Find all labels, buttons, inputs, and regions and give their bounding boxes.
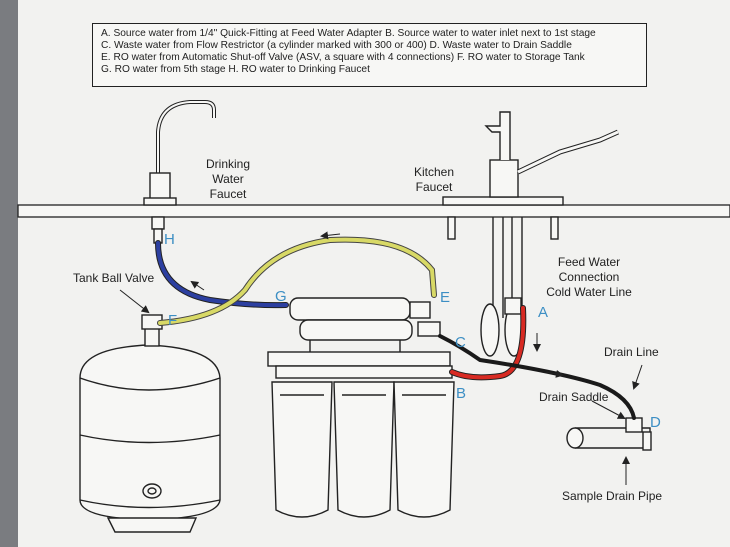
kitchen-faucet-label-1: Kitchen <box>414 165 454 179</box>
drain-saddle-label: Drain Saddle <box>539 390 609 404</box>
storage-tank <box>79 314 221 533</box>
point-h-label: H <box>164 231 175 248</box>
legend-line-4: G. RO water from 5th stage H. RO water t… <box>101 64 370 75</box>
counter-top <box>17 204 730 218</box>
point-f-label: F <box>168 312 177 329</box>
drain-line-label: Drain Line <box>604 345 659 359</box>
legend-line-2: C. Waste water from Flow Restrictor (a c… <box>101 40 572 51</box>
drinking-faucet <box>143 100 216 244</box>
drinking-faucet-label-3: Faucet <box>210 187 247 201</box>
flow-arrows <box>190 231 643 485</box>
filter-system <box>267 297 455 518</box>
blue-tube-h-to-g <box>155 240 289 309</box>
feed-water-label-2: Connection <box>559 270 620 284</box>
drinking-faucet-label-1: Drinking <box>206 157 250 171</box>
point-d-label: D <box>650 414 661 431</box>
legend-line-1: A. Source water from 1/4" Quick-Fitting … <box>101 28 596 39</box>
component-labels: Drinking Water Faucet Kitchen Faucet Fee… <box>73 157 662 503</box>
tank-ball-valve-label: Tank Ball Valve <box>73 271 154 285</box>
tubes <box>155 236 636 420</box>
connection-letters: A B C D E F G H <box>164 231 661 431</box>
feed-water-label-3: Cold Water Line <box>546 285 632 299</box>
point-g-label: G <box>275 288 287 305</box>
kitchen-faucet-label-2: Faucet <box>416 180 453 194</box>
callout-lines <box>119 289 150 314</box>
kitchen-faucet <box>442 111 620 357</box>
sample-drain-pipe-label: Sample Drain Pipe <box>562 489 662 503</box>
legend-line-3: E. RO water from Automatic Shut-off Valv… <box>101 52 585 63</box>
drinking-faucet-label-2: Water <box>212 172 244 186</box>
legend-box: A. Source water from 1/4" Quick-Fitting … <box>92 23 647 87</box>
point-e-label: E <box>440 289 450 306</box>
feed-water-label-1: Feed Water <box>558 255 620 269</box>
point-a-label: A <box>538 304 548 321</box>
point-b-label: B <box>456 385 466 402</box>
point-c-label: C <box>455 334 466 351</box>
drain-pipe <box>566 417 652 451</box>
